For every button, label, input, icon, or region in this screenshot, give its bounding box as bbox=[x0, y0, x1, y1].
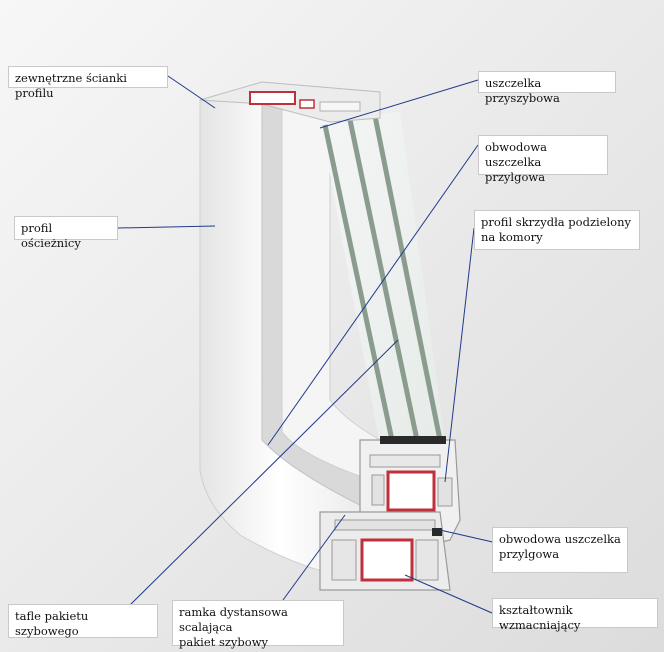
leader-frame-profile bbox=[117, 225, 216, 229]
sash-chamber-left bbox=[371, 474, 385, 506]
glazing-gasket-bottom bbox=[380, 436, 446, 444]
leader-sash-profile bbox=[444, 227, 475, 483]
leader-outer-walls bbox=[167, 75, 216, 109]
leader-perimeter-gasket-bottom bbox=[439, 529, 498, 544]
label-spacer-frame: ramka dystansowa scalająca pakiet szybow… bbox=[172, 600, 344, 649]
label-perimeter-gasket-bottom: obwodowa uszczelka przylgowa bbox=[492, 527, 628, 573]
leader-glass-panes bbox=[129, 339, 399, 606]
top-cross-section bbox=[199, 81, 381, 123]
leader-reinforcement bbox=[404, 574, 493, 614]
leader-lines bbox=[117, 75, 498, 614]
frame-chamber-top bbox=[334, 519, 436, 531]
frame-chamber-right bbox=[415, 539, 439, 581]
label-glazing-gasket: uszczelka przyszybowa bbox=[478, 71, 616, 105]
label-glass-panes: tafle pakietu szybowego bbox=[8, 604, 158, 638]
frame-chamber-left bbox=[331, 539, 357, 581]
leader-perimeter-gasket-top bbox=[267, 144, 479, 446]
label-reinforcement: kształtownik wzmacniający bbox=[492, 598, 658, 632]
label-sash-profile: profil skrzydła podzielony na komory bbox=[474, 210, 640, 250]
sash-chamber-right bbox=[437, 477, 453, 507]
top-sash-chamber bbox=[319, 101, 361, 112]
bottom-cross-section bbox=[319, 436, 461, 591]
glass-pane-3 bbox=[372, 115, 443, 441]
label-frame-profile: profil ościeżnicy bbox=[14, 216, 118, 250]
perimeter-gasket-seal bbox=[432, 528, 442, 536]
glass-pane-1 bbox=[322, 124, 395, 441]
frame-reinforcement bbox=[360, 538, 414, 582]
leader-glazing-gasket bbox=[319, 79, 479, 129]
sash-reinforcement bbox=[386, 470, 436, 512]
label-perimeter-gasket-top: obwodowa uszczelka przylgowa bbox=[478, 135, 608, 184]
top-reinforcement-chamber bbox=[249, 91, 296, 105]
label-outer-walls: zewnętrzne ścianki profilu bbox=[8, 66, 168, 100]
leader-spacer-frame bbox=[282, 514, 346, 601]
top-chamber bbox=[299, 99, 315, 109]
sash-chamber-top bbox=[369, 454, 441, 468]
